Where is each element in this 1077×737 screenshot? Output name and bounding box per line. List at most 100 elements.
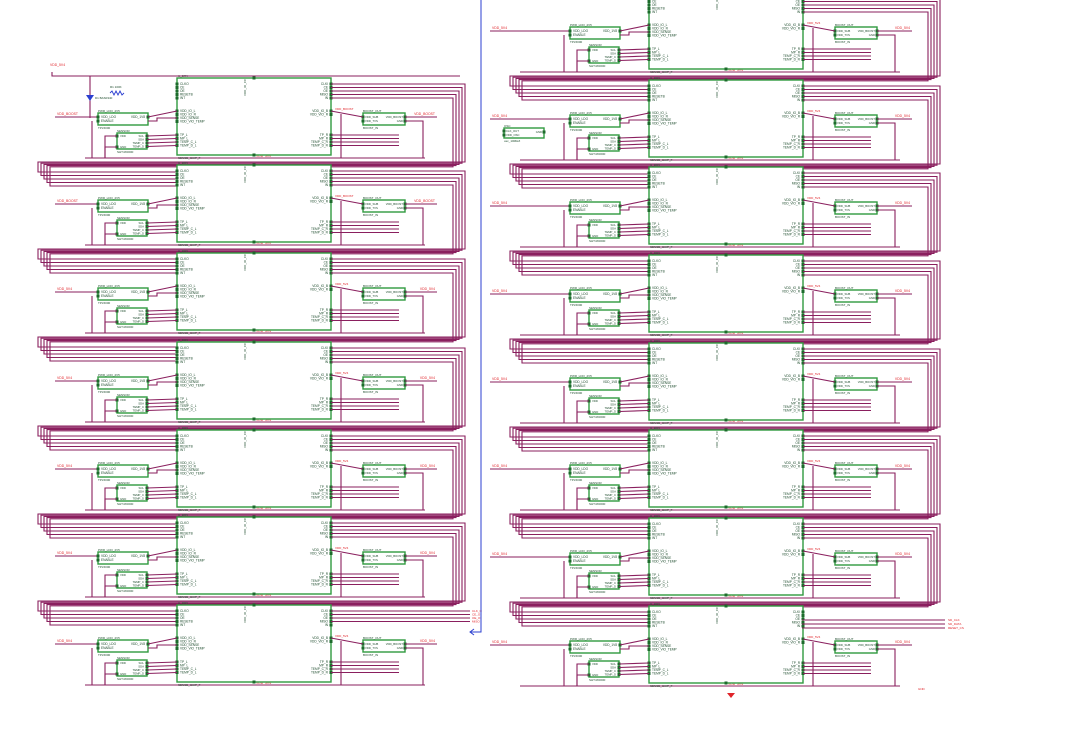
sensor-bus bbox=[618, 665, 650, 669]
net-label: VDD_5V4 bbox=[335, 282, 349, 286]
pin-label: TEMP_C bbox=[605, 230, 616, 234]
pin-label: CE bbox=[796, 175, 800, 179]
pin-label: MISO bbox=[792, 7, 801, 11]
output-wire bbox=[330, 197, 364, 205]
regulator-wire bbox=[148, 292, 177, 297]
pin-marker bbox=[647, 351, 651, 354]
pin-label: SDA bbox=[138, 402, 144, 406]
block-footer: SENSE_CHIP_F bbox=[178, 156, 201, 160]
top-pin-label: VDD_IO_CC bbox=[715, 255, 719, 273]
pin-label: MP_R bbox=[319, 401, 329, 405]
pin-marker bbox=[568, 467, 572, 471]
osc-ref: osc_10MHZ bbox=[504, 139, 520, 143]
block-footer: SENSE_CHIP_F bbox=[178, 683, 201, 687]
pin-label: TEMP_C_R bbox=[311, 404, 329, 408]
pin-label: VDD_OSC bbox=[506, 133, 520, 137]
pin-label: IN bbox=[325, 360, 329, 364]
pin-marker bbox=[568, 380, 572, 384]
pin-label: SDA bbox=[138, 577, 144, 581]
pin-label: TEMP_D bbox=[133, 497, 144, 501]
pin-label: TEMP_C bbox=[133, 141, 144, 145]
pin-marker bbox=[96, 379, 100, 383]
pin-marker bbox=[96, 294, 100, 298]
pin-label: TEMP_C_R bbox=[311, 227, 329, 231]
pin-label: VDD bbox=[592, 223, 598, 227]
pin-label: VDD bbox=[120, 309, 126, 313]
pin-label: MISO bbox=[320, 268, 329, 272]
pin-label: MISO bbox=[792, 95, 801, 99]
pin-label: TEMP_C_L bbox=[652, 405, 669, 409]
pin-label: VDD_SENSE bbox=[652, 644, 671, 648]
sensor-bus bbox=[146, 141, 178, 144]
pin-label: MP_R bbox=[319, 664, 329, 668]
signal-bundle bbox=[43, 177, 460, 267]
pin-label: VDD_VIO_R bbox=[782, 553, 801, 557]
rail-net-label: VDD_5V4 bbox=[728, 68, 743, 72]
pin-marker bbox=[647, 95, 651, 98]
signal-bundle bbox=[512, 438, 938, 529]
pin-label: TP_L bbox=[652, 310, 660, 314]
sensor-ref: SHT4X0000 bbox=[117, 237, 134, 241]
pin-label: VDD_TVS bbox=[837, 384, 850, 388]
gnd-wire bbox=[877, 122, 896, 160]
pin-marker bbox=[568, 647, 572, 651]
rail-net-label: VDD_5V4 bbox=[256, 329, 271, 333]
pin-label: OE bbox=[795, 91, 800, 95]
pin-marker bbox=[175, 623, 179, 627]
pin-label: TEMP_D bbox=[133, 320, 144, 324]
pin-label: MP_L bbox=[652, 489, 661, 493]
sensor-bus bbox=[146, 671, 178, 675]
rail-net-label: VDD_5V0 bbox=[256, 241, 271, 245]
pin-label: TEMP_C_L bbox=[180, 667, 197, 671]
pin-label: VDD_IO_L bbox=[652, 286, 668, 290]
input-net-label: VDD_5V4 bbox=[492, 464, 507, 468]
pin-label: SCL bbox=[611, 399, 617, 403]
pin-label: SDA bbox=[610, 140, 616, 144]
top-pin-label: VDD_IO_CC bbox=[715, 0, 719, 10]
pin-marker bbox=[252, 428, 256, 432]
output-net-label: VDD_5V4 bbox=[895, 464, 910, 468]
signal-bundle bbox=[40, 525, 463, 616]
pin-label: TP_R bbox=[320, 660, 329, 664]
main-ic-block bbox=[648, 0, 804, 70]
pin-label: GND bbox=[120, 409, 126, 413]
pin-label: TEMP_D_R bbox=[311, 144, 329, 148]
sensor-ref: SHT4X0000 bbox=[117, 589, 134, 593]
block-footer: SENSE_CHIP_F bbox=[178, 243, 201, 247]
pin-label: VDD_TVS bbox=[837, 33, 850, 37]
main-ic-block bbox=[176, 516, 332, 595]
pin-label: VDD_IO_B bbox=[312, 548, 328, 552]
signal-bundle bbox=[509, 260, 941, 350]
pin-label: CLKI bbox=[321, 346, 328, 350]
pin-label: VDD_IO_R bbox=[180, 640, 197, 644]
pin-label: CLKO bbox=[180, 346, 189, 350]
pin-label: TEMP_D_R bbox=[783, 321, 801, 325]
pin-label: VDD_IO_R bbox=[652, 465, 669, 469]
pin-label: GND bbox=[397, 646, 403, 650]
regulator-ref: TPL5000 bbox=[570, 391, 583, 395]
output-ref: BOOST_IN bbox=[363, 301, 378, 305]
regulator-wire bbox=[620, 557, 649, 562]
pin-marker bbox=[175, 173, 179, 176]
pin-label: GND bbox=[869, 208, 875, 212]
top-pin-label: VDD_IO_CC bbox=[243, 165, 247, 183]
block-footer: SENSE_CHIP_F bbox=[650, 70, 673, 74]
pin-label: TEMP_D_L bbox=[652, 672, 669, 676]
pin-label: CLKI bbox=[793, 434, 800, 438]
pin-marker bbox=[724, 428, 728, 432]
regulator-output-wire bbox=[619, 24, 650, 32]
pin-marker bbox=[801, 614, 805, 617]
pin-label: VDD_IO_L bbox=[180, 109, 196, 113]
gnd-wire bbox=[877, 209, 896, 247]
pin-marker bbox=[252, 251, 256, 255]
pin-marker bbox=[252, 328, 256, 332]
regulator-output-wire bbox=[619, 375, 650, 383]
block-footer: SENSE_CHIP_F bbox=[650, 508, 673, 512]
input-net-label: VDD_BOOST bbox=[57, 199, 78, 203]
pin-marker bbox=[568, 121, 572, 125]
input-net-label: VDD_5V4 bbox=[57, 376, 72, 380]
pin-label: OE bbox=[795, 178, 800, 182]
main-ic-block bbox=[176, 604, 332, 683]
pin-label: TP_R bbox=[792, 222, 801, 226]
resistor-label: R1 100K bbox=[110, 85, 122, 89]
